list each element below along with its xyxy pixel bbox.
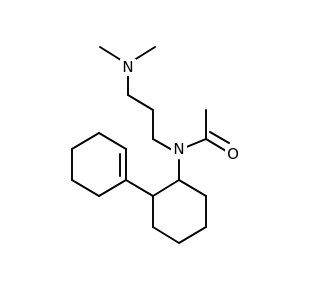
cyclohexene-bond-4 xyxy=(71,132,100,150)
bond-carbonyl-oxygen-b xyxy=(209,131,230,144)
acetamide-bonds xyxy=(183,109,230,152)
amine-label-mask xyxy=(120,59,136,76)
molecule-diagram: N N O xyxy=(71,46,241,244)
carbonyl-oxygen-label: O xyxy=(227,145,239,163)
bond-c3-n xyxy=(152,138,175,152)
cyclohexene-bond-5 xyxy=(98,132,127,150)
propyl-chain-bonds xyxy=(99,46,175,152)
oxygen-label-mask xyxy=(225,145,241,162)
amide-label-mask xyxy=(171,140,187,157)
cyclohexane-ring xyxy=(152,179,207,244)
bond-ring-to-cyclohexenyl xyxy=(125,179,154,197)
cyclohexane-bond-3 xyxy=(178,226,207,244)
cyclohexane-bond-6 xyxy=(152,179,180,197)
bond-n-carbonyl xyxy=(183,138,207,149)
amide-nitrogen-label: N xyxy=(173,140,184,158)
cyclohexane-bond-4 xyxy=(152,226,180,244)
bond-c1-c2 xyxy=(127,94,154,111)
amine-nitrogen-label: N xyxy=(122,58,133,76)
structure-drawing: N N O xyxy=(71,46,241,244)
cyclohexene-bond-2 xyxy=(71,179,100,197)
ring-ring-link xyxy=(125,179,154,197)
bond-carbonyl-oxygen-a xyxy=(205,138,227,152)
cyclohexenyl-ring xyxy=(71,132,127,197)
cyclohexene-bond-1 xyxy=(98,179,127,197)
cyclohexane-bond-1 xyxy=(178,179,207,197)
